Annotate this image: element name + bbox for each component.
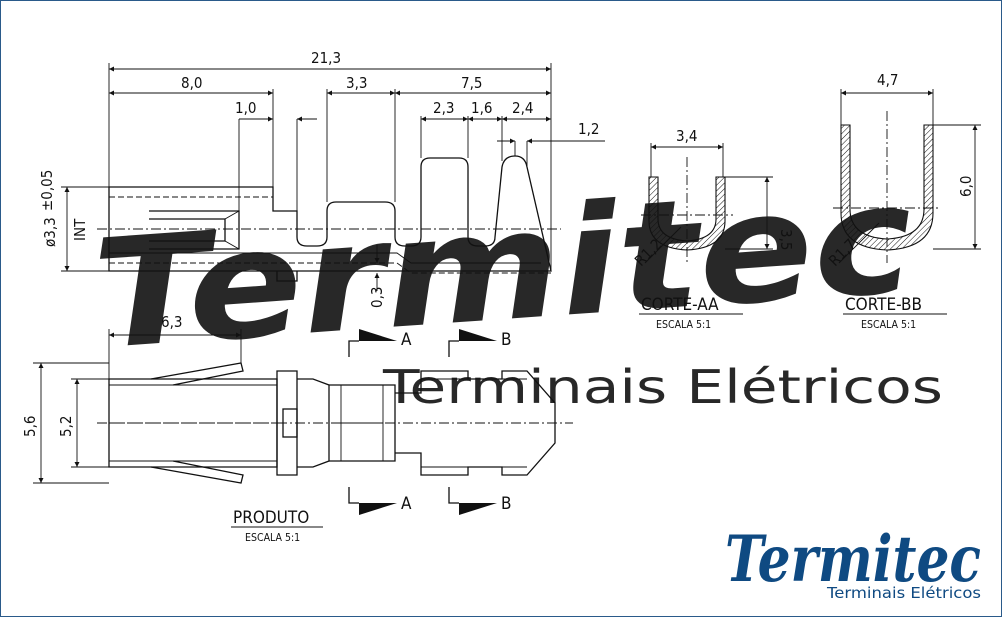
product-title: PRODUTO (233, 508, 309, 528)
section-bb: 4,7 6,0 R1,7 CORTE-BB ESCALA 5:1 (825, 71, 981, 331)
dim-6-3: 6,3 (161, 313, 182, 331)
dim-1-2: 1,2 (578, 120, 599, 138)
section-arrow-b-top: B (501, 330, 512, 350)
aa-width: 3,4 (676, 127, 697, 145)
dim-8-0: 8,0 (181, 74, 202, 92)
dim-3-3: 3,3 (346, 74, 367, 92)
aa-height: 3,5 (777, 229, 795, 250)
section-arrow-a-bottom: A (401, 494, 412, 514)
bb-title: CORTE-BB (845, 295, 922, 315)
section-arrow-a-top: A (401, 330, 412, 350)
dim-int-label: INT (71, 218, 89, 241)
section-arrow-b-bottom: B (501, 494, 512, 514)
dim-7-5: 7,5 (461, 74, 482, 92)
bb-height: 6,0 (957, 176, 975, 197)
aa-title: CORTE-AA (641, 295, 719, 315)
brand-name: Termitec (725, 522, 981, 597)
dim-2-3: 2,3 (433, 99, 454, 117)
dim-diameter-tolerance: ±0,05 (38, 170, 56, 211)
dim-5-6: 5,6 (21, 416, 39, 437)
product-scale: ESCALA 5:1 (245, 532, 300, 544)
dim-0-3: 0,3 (368, 287, 386, 308)
dim-5-2: 5,2 (57, 416, 75, 437)
dim-1-0: 1,0 (235, 99, 256, 117)
bb-width: 4,7 (877, 71, 898, 89)
dim-2-4: 2,4 (512, 99, 533, 117)
side-view: 21,3 8,0 3,3 7,5 1,0 2,3 1,6 2,4 1,2 ø3,… (38, 49, 605, 308)
top-view: 6,3 5,6 5,2 A B A B PRODUTO ESCALA 5:1 (21, 313, 573, 544)
aa-scale: ESCALA 5:1 (656, 319, 711, 331)
dim-total-length: 21,3 (311, 49, 341, 67)
brand-tagline: Terminais Elétricos (826, 584, 981, 602)
watermark: Termitec Terminais Elétricos (88, 152, 943, 414)
bb-scale: ESCALA 5:1 (861, 319, 916, 331)
dim-diameter: ø3,3 (41, 217, 59, 247)
watermark-tagline: Terminais Elétricos (382, 360, 943, 414)
brand-logo: Termitec Terminais Elétricos (725, 522, 981, 602)
dim-1-6: 1,6 (471, 99, 492, 117)
